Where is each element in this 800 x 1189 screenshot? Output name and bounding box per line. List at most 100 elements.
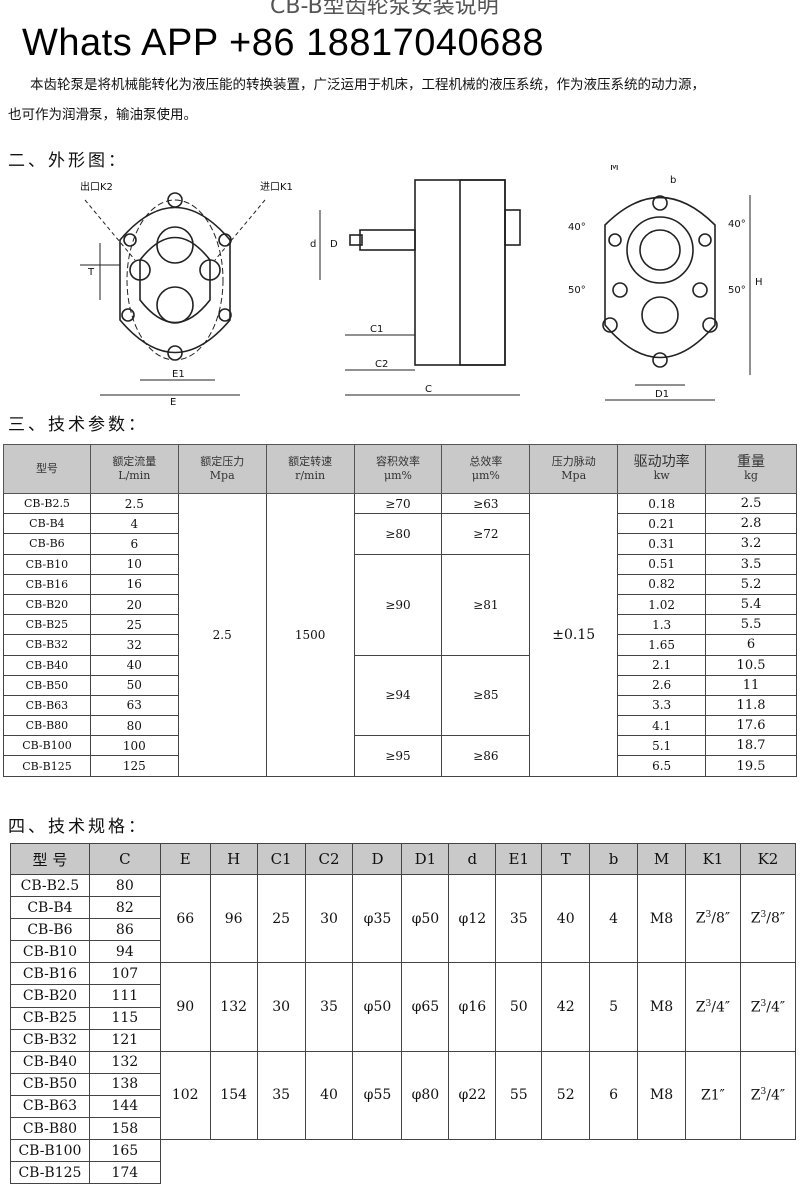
thread-tail: /4″ [711,999,731,1016]
cut-title: CB-B型齿轮泵安装说明 [270,0,499,19]
specs-header-0: 型 号 [10,843,90,875]
specs-model: CB-B20 [10,984,90,1008]
specs-header-12: M [637,843,686,875]
thread-tail: /8″ [711,911,731,928]
params-model: CB-B16 [3,573,91,595]
params-tot-eff: ≥72 [441,513,531,555]
specs-C: 115 [88,1006,161,1030]
specs-K1: Z3/8″ [685,873,741,964]
specs-model: CB-B100 [10,1139,90,1163]
specs-C2: 40 [304,1050,354,1141]
specs-model: CB-B125 [10,1161,90,1185]
params-tot-eff: ≥85 [441,654,531,737]
specs-D: φ55 [352,1050,403,1141]
params-model: CB-B20 [3,593,91,616]
params-pressure: 2.5 [177,493,267,777]
params-header-label: 额定流量 [112,455,157,468]
section-specs-title: 四、技术规格： [8,817,148,837]
specs-E1: 50 [495,962,543,1052]
specs-model: CB-B50 [10,1072,90,1096]
label-D1: D1 [655,389,669,400]
specs-header-1: C [88,843,161,875]
params-weight: 18.7 [705,735,797,757]
params-flow: 4 [89,513,179,535]
params-vol-eff: ≥95 [353,735,443,777]
thread-tail: /4″ [766,999,786,1016]
params-model: CB-B10 [3,553,91,575]
label-C: C [425,384,432,395]
specs-C: 138 [88,1072,161,1096]
specs-T: 52 [541,1050,591,1141]
specs-model: CB-B25 [10,1006,90,1030]
params-power: 6.5 [617,755,707,777]
specs-model: CB-B2.5 [10,873,90,898]
specs-E1: 55 [495,1050,543,1141]
params-model: CB-B6 [3,533,91,555]
specs-M: M8 [637,873,686,964]
params-power: 1.02 [617,593,707,616]
params-flow: 125 [89,755,179,777]
thread-base: Z [695,999,706,1016]
params-flow: 2.5 [89,492,179,515]
specs-C2: 35 [304,962,354,1052]
pump-outline-drawing: 出口K2 进口K1 E E1 T d D C1 C2 C M b H D1 40… [80,165,763,408]
params-header-label: 驱动功率 [633,454,690,470]
specs-C: 121 [88,1028,161,1052]
params-power: 1.65 [617,634,707,656]
specs-T: 40 [541,873,591,964]
specs-b: 6 [589,1050,639,1141]
params-flow: 63 [89,694,179,717]
params-header-unit: μm% [383,469,412,482]
section-outline-title: 二、外形图： [8,151,128,171]
params-power: 4.1 [617,715,707,737]
thread-base: Z [750,999,761,1016]
specs-K2: Z3/4″ [739,1050,797,1141]
params-power: 1.3 [617,614,707,636]
label-b: b [670,175,676,186]
params-weight: 10.5 [705,654,797,676]
specs-K1: Z3/4″ [685,962,741,1052]
specs-E: 102 [159,1050,211,1141]
params-model: CB-B125 [3,755,91,777]
specs-b: 5 [589,962,639,1052]
specs-model: CB-B80 [10,1117,90,1141]
params-model: CB-B4 [3,513,91,535]
section-params-title: 三、技术参数： [8,415,148,435]
specs-D1: φ65 [401,962,450,1052]
params-model: CB-B50 [3,674,91,696]
thread-sup: 3 [705,998,712,1009]
params-flow: 6 [89,533,179,555]
intro-line-2: 也可作为润滑泵，输油泵使用。 [8,107,197,123]
specs-E: 90 [159,962,211,1052]
params-power: 0.18 [617,492,707,515]
specs-C: 107 [88,962,161,986]
params-model: CB-B63 [3,694,91,717]
params-weight: 6 [705,634,797,656]
params-header-label: 额定转速 [288,455,333,468]
thread-sup: 3 [760,998,767,1009]
specs-C: 111 [88,984,161,1008]
thread-sup: 3 [760,1087,767,1098]
params-header-0: 型号 [3,444,91,494]
specs-header-8: d [448,843,497,875]
specs-header-5: C2 [304,843,354,875]
specs-M: M8 [637,962,686,1052]
params-tot-eff: ≥63 [441,492,531,515]
specs-C1: 25 [256,873,306,964]
params-flow: 32 [89,634,179,656]
params-header-label: 总效率 [469,455,503,468]
specs-E1: 35 [495,873,543,964]
specs-header-14: K2 [739,843,797,875]
label-M: M [610,165,619,173]
